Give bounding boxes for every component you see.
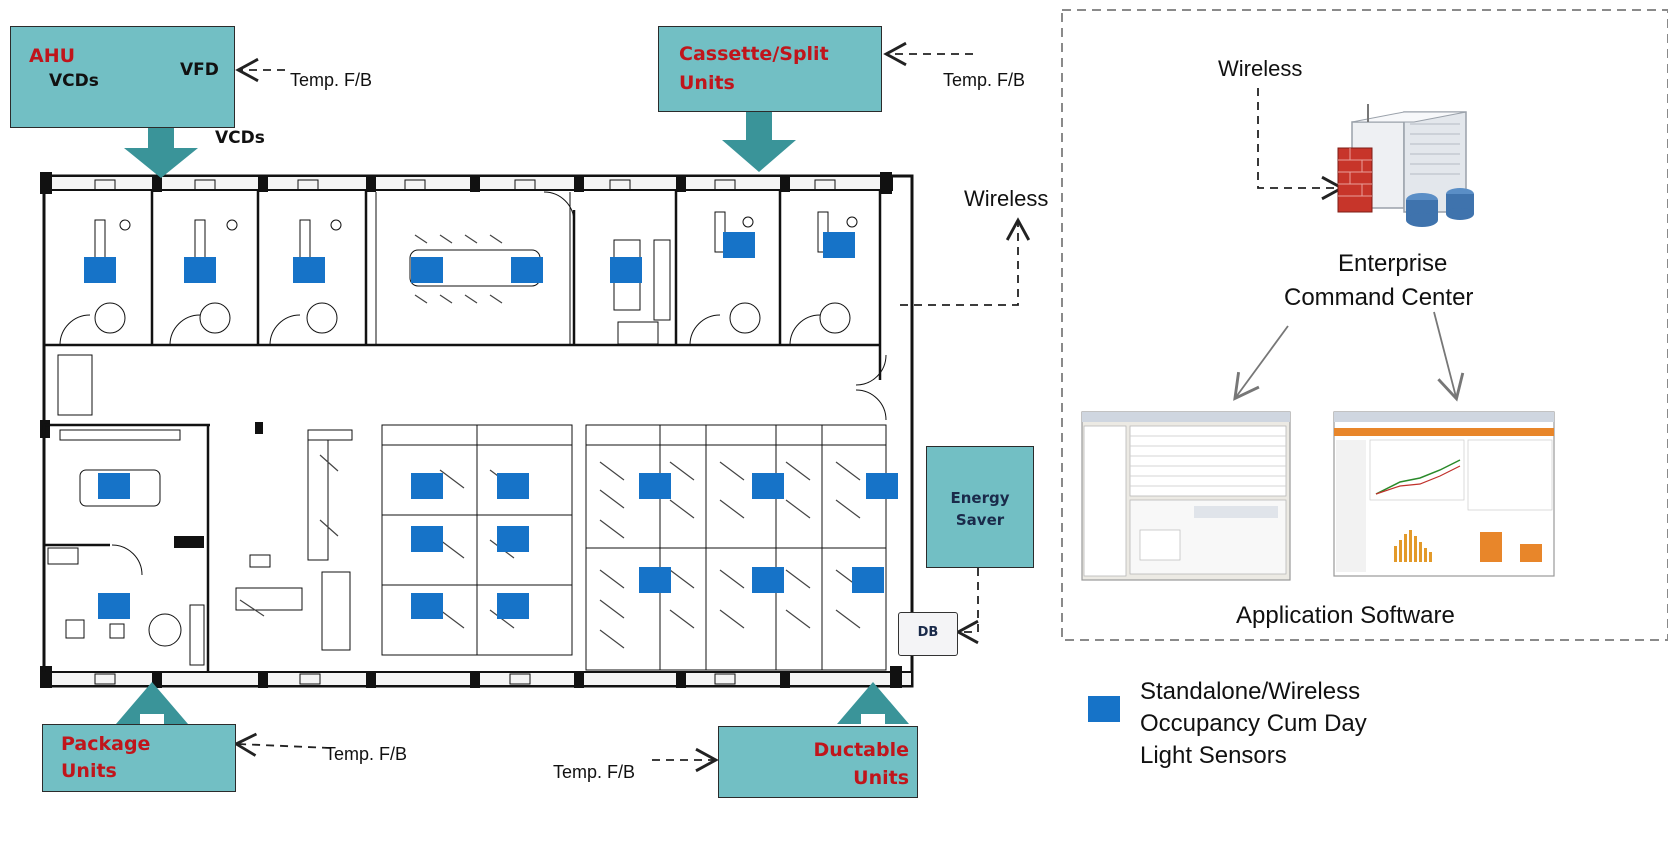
floor-plan [40, 172, 914, 688]
occupancy-sensor [411, 526, 443, 552]
temp-fb-ahu: Temp. F/B [290, 70, 373, 90]
package-line2: Units [61, 760, 117, 782]
software-screenshot-left [1081, 411, 1291, 581]
occupancy-sensor [497, 593, 529, 619]
occupancy-sensor [752, 473, 784, 499]
occupancy-sensor [84, 257, 116, 283]
occupancy-sensor [98, 593, 130, 619]
legend-line2: Occupancy Cum Day [1140, 710, 1367, 737]
command-center-line1: Enterprise [1338, 250, 1448, 277]
command-center-frame [1061, 9, 1668, 641]
temp-fb-cassette: Temp. F/B [943, 70, 1026, 90]
command-center-line2: Command Center [1284, 284, 1474, 311]
software-screenshot-right [1333, 411, 1555, 577]
occupancy-sensor [98, 473, 130, 499]
occupancy-sensor [411, 593, 443, 619]
occupancy-sensor [293, 257, 325, 283]
occupancy-sensor [511, 257, 543, 283]
occupancy-sensor [411, 257, 443, 283]
occupancy-sensor [610, 257, 642, 283]
legend-line3: Light Sensors [1140, 742, 1287, 769]
temp-fb-ductable: Temp. F/B [553, 762, 636, 782]
cassette-line2: Units [679, 72, 735, 94]
ahu-box: AHU VCDs VFD [10, 26, 235, 128]
ductable-line2: Units [853, 767, 909, 789]
db-box: DB [898, 612, 958, 656]
supply-arrows [116, 112, 909, 724]
occupancy-sensor [411, 473, 443, 499]
dashed-links [233, 41, 1345, 773]
energy-saver-line1: Energy [950, 489, 1010, 507]
occupancy-sensor [639, 473, 671, 499]
occupancy-sensor [752, 567, 784, 593]
legend: Standalone/Wireless Occupancy Cum Day Li… [1088, 672, 1588, 782]
occupancy-sensor [497, 473, 529, 499]
application-software-label: Application Software [1236, 602, 1455, 629]
occupancy-sensor [852, 567, 884, 593]
package-units-box: Package Units [42, 724, 236, 792]
occupancy-sensor [184, 257, 216, 283]
occupancy-sensor [823, 232, 855, 258]
occupancy-sensor [866, 473, 898, 499]
wireless-label-floor: Wireless [964, 186, 1049, 211]
wireless-label-server: Wireless [1218, 56, 1303, 81]
server-icon [1337, 104, 1474, 227]
ductable-line1: Ductable [813, 739, 909, 761]
ahu-vfd-label: VFD [180, 60, 219, 80]
vcds-label: VCDs [215, 128, 265, 148]
cassette-split-box: Cassette/Split Units [658, 26, 882, 112]
ahu-title: AHU [29, 45, 76, 67]
energy-saver-box: Energy Saver [926, 446, 1034, 568]
ahu-vcds-label: VCDs [49, 71, 99, 91]
occupancy-sensor [723, 232, 755, 258]
legend-line1: Standalone/Wireless [1140, 678, 1361, 705]
temp-fb-package: Temp. F/B [325, 744, 408, 764]
legend-sensor-swatch [1088, 696, 1120, 722]
cassette-line1: Cassette/Split [679, 43, 829, 65]
package-line1: Package [61, 733, 151, 755]
occupancy-sensor [497, 526, 529, 552]
ductable-units-box: Ductable Units [718, 726, 918, 798]
occupancy-sensor [639, 567, 671, 593]
energy-saver-line2: Saver [955, 511, 1005, 529]
db-label: DB [917, 625, 939, 640]
